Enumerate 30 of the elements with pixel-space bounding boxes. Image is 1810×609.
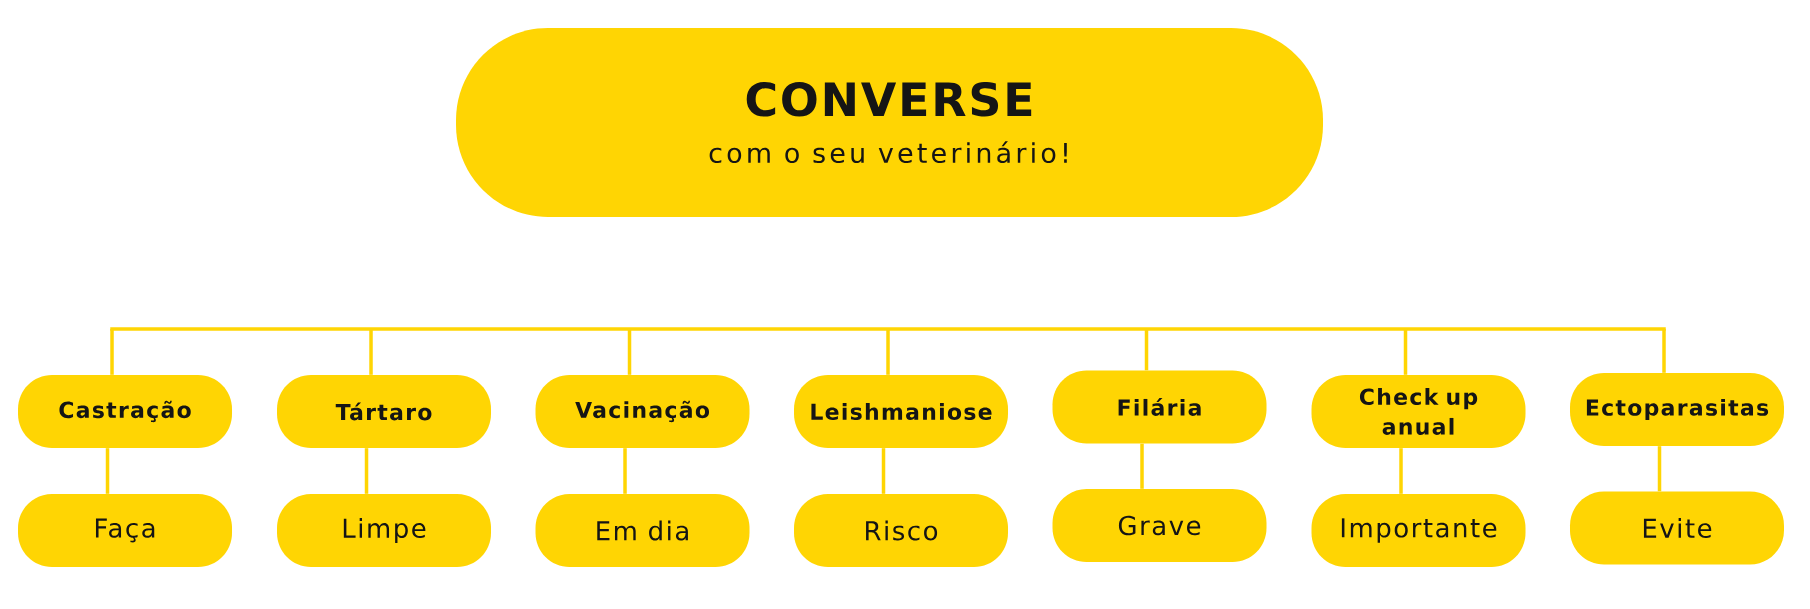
advice-pill: Limpe	[277, 494, 491, 567]
advice-pill: Risco	[794, 494, 1008, 567]
connector-line	[369, 329, 373, 375]
connector-line	[364, 448, 369, 494]
topic-pill: Leishmaniose	[794, 375, 1008, 448]
connector-line	[1140, 443, 1144, 489]
connector-line	[1144, 329, 1149, 371]
topic-pill: Castração	[18, 375, 232, 448]
connector-line	[1657, 446, 1662, 492]
connector-line	[881, 448, 886, 494]
connector-line	[627, 329, 632, 375]
title-pill: CONVERSE com o seu veterinário!	[456, 28, 1323, 217]
connector-line	[1399, 448, 1403, 494]
connector-line	[105, 448, 110, 494]
connector-line	[623, 448, 627, 494]
topic-pill: Vacinação	[535, 375, 750, 448]
connector-line	[1662, 329, 1666, 373]
topic-pill: Filária	[1052, 370, 1267, 444]
connector-line	[1403, 329, 1408, 375]
advice-pill: Grave	[1052, 489, 1267, 562]
topic-pill: Ectoparasitas	[1570, 373, 1784, 446]
topic-pill: Tártaro	[277, 375, 491, 448]
advice-pill: Em dia	[535, 494, 750, 567]
advice-pill: Importante	[1311, 494, 1526, 567]
advice-pill: Faça	[18, 494, 232, 567]
connector-line	[110, 329, 114, 375]
connector-line	[886, 329, 890, 375]
topic-pill: Check up anual	[1311, 375, 1526, 448]
advice-pill: Evite	[1570, 491, 1784, 565]
bus-line	[110, 327, 1666, 331]
